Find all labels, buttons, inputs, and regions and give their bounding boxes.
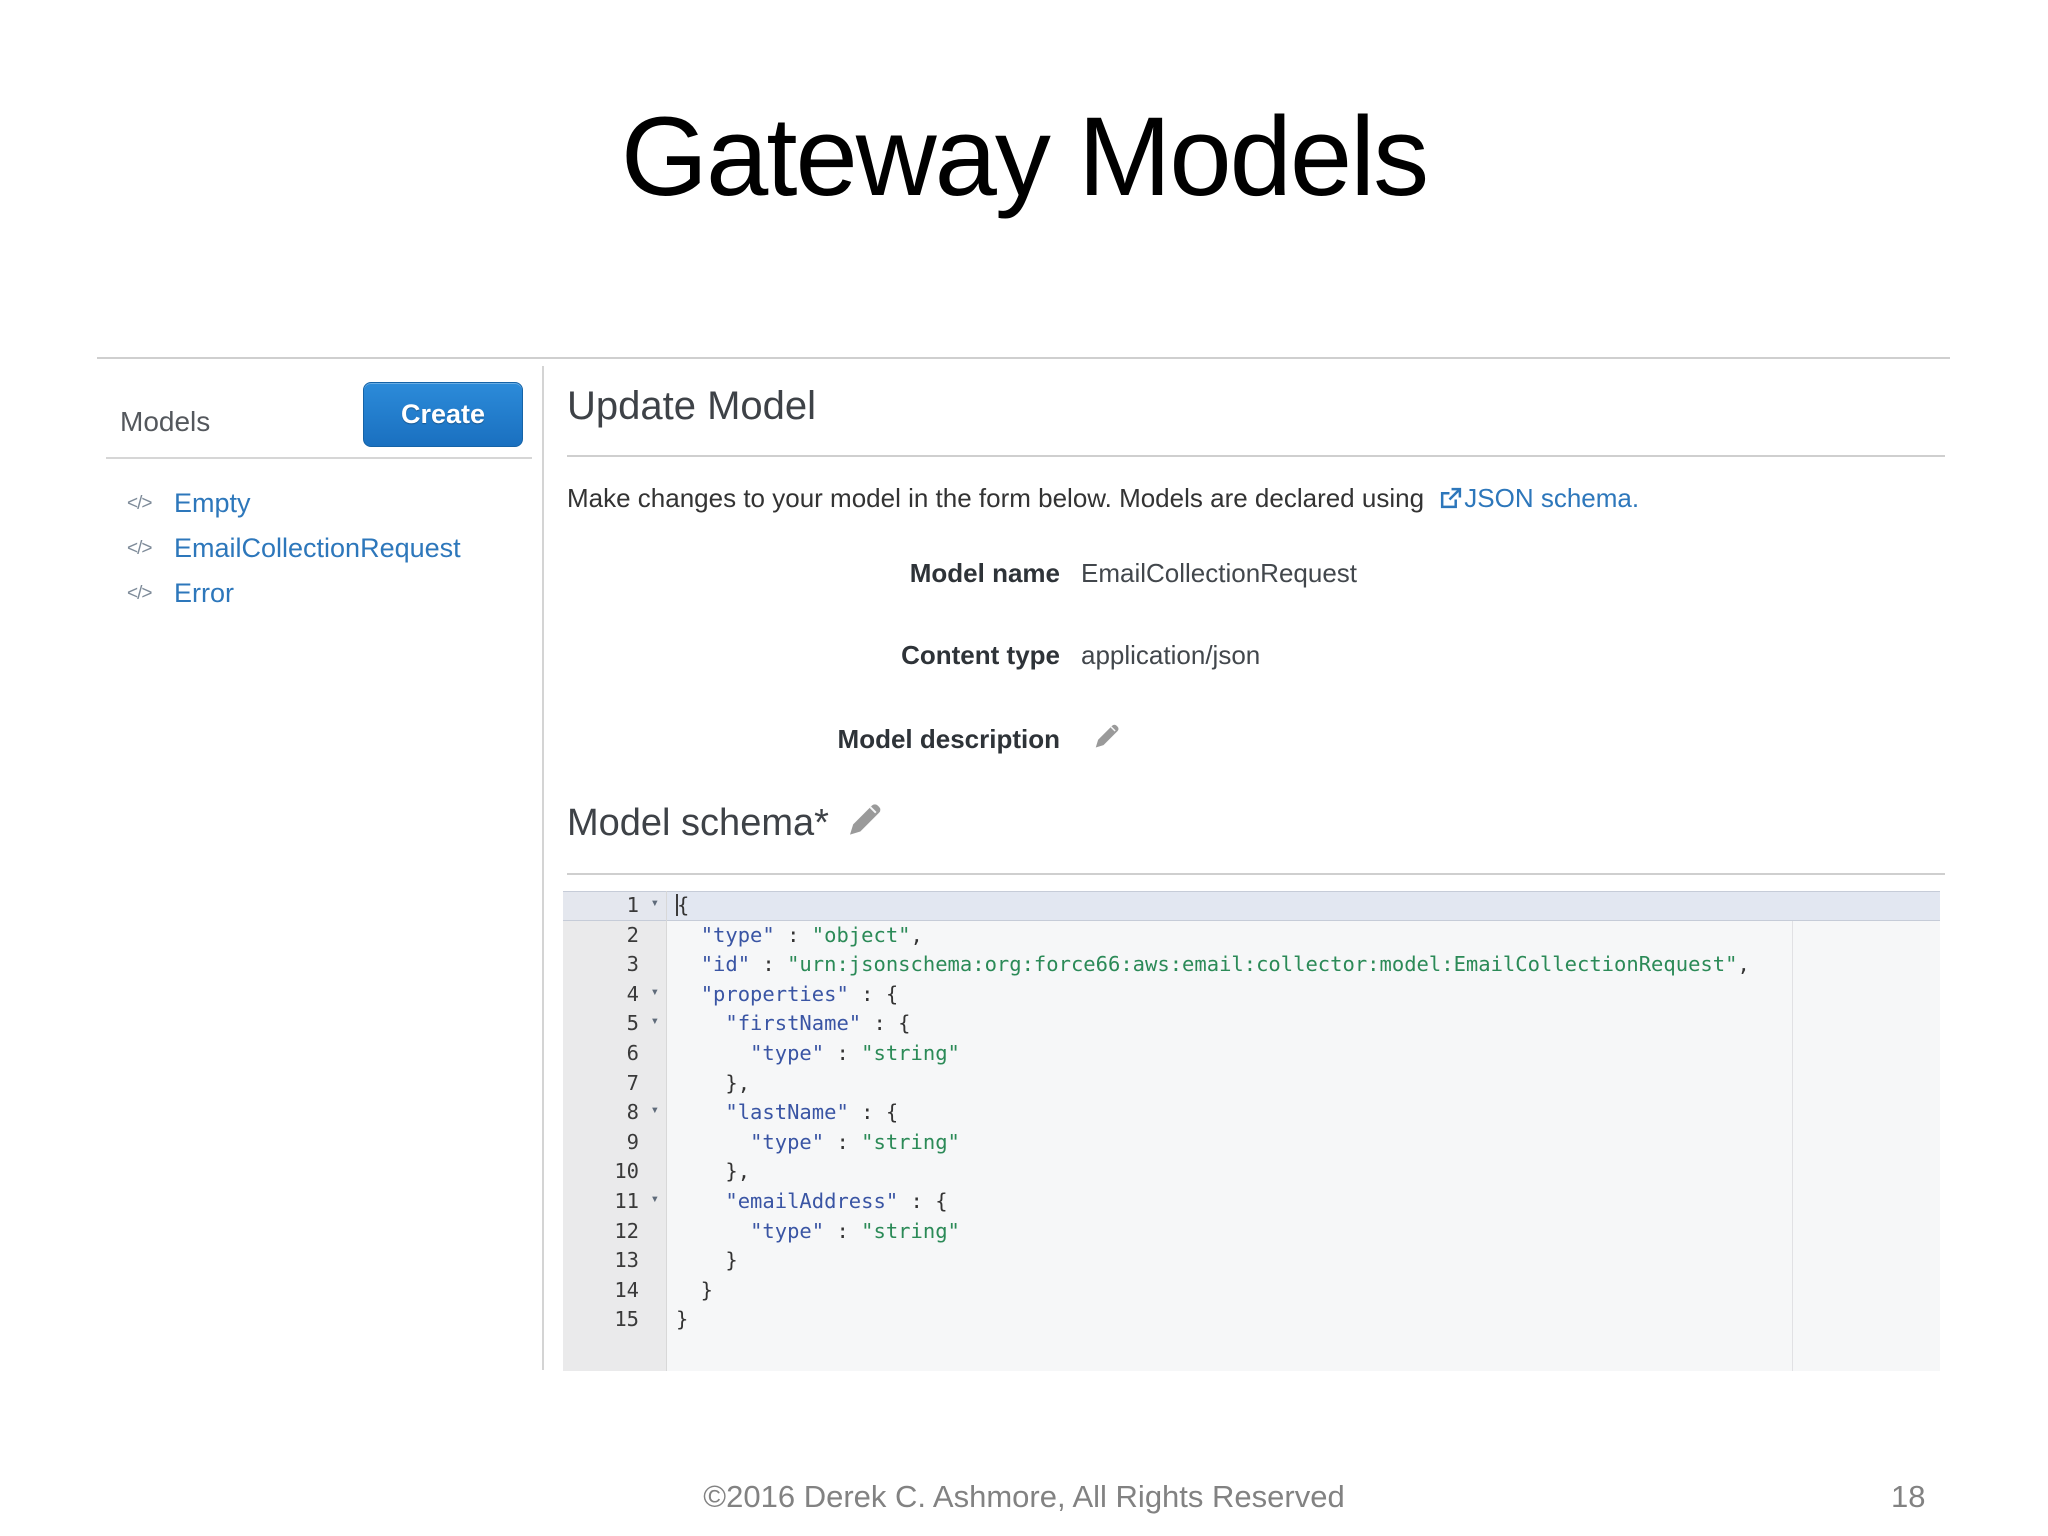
gutter-line-number: 9 xyxy=(626,1129,639,1154)
divider xyxy=(567,455,1945,457)
gutter-line-number: 12 xyxy=(614,1218,639,1243)
content-type-value: application/json xyxy=(1081,640,1261,670)
gutter-line-number: 6 xyxy=(626,1040,639,1065)
model-name-label: Model name xyxy=(909,558,1060,588)
code-line: "firstName" : { xyxy=(725,1011,911,1036)
model-description-label: Model description xyxy=(837,724,1060,754)
model-help-text: Make changes to your model in the form b… xyxy=(567,483,1639,518)
code-line: "emailAddress" : { xyxy=(725,1188,948,1213)
code-line: }, xyxy=(676,1159,751,1184)
divider xyxy=(542,366,544,1370)
code-line: "type" : "string" xyxy=(750,1218,960,1243)
sidebar-item-error[interactable]: </> Error xyxy=(127,571,461,616)
print-margin-line xyxy=(1792,891,1793,1371)
fold-arrow-icon[interactable]: ▾ xyxy=(650,1013,659,1030)
schema-editor[interactable]: 1▾2 3 4▾5▾6 7 8▾9 10 11▾12 13 14 15 { "type" : "o… xyxy=(563,891,1940,1371)
code-icon: </> xyxy=(127,537,152,559)
sidebar-item-label: Error xyxy=(174,578,234,608)
edit-description-pencil-icon[interactable] xyxy=(1092,718,1122,757)
code-line: }, xyxy=(676,1070,751,1095)
copyright-footer: ©2016 Derek C. Ashmore, All Rights Reser… xyxy=(703,1479,1345,1514)
code-line: "type" : "object", xyxy=(700,922,923,947)
gutter-line-number: 14 xyxy=(614,1277,639,1302)
fold-arrow-icon[interactable]: ▾ xyxy=(650,983,659,1000)
fold-arrow-icon[interactable]: ▾ xyxy=(650,1190,659,1207)
gutter-line-number: 2 xyxy=(626,922,639,947)
sidebar-item-empty[interactable]: </> Empty xyxy=(127,481,461,526)
sidebar-item-emailcollectionrequest[interactable]: </> EmailCollectionRequest xyxy=(127,526,461,571)
content-type-label: Content type xyxy=(901,640,1060,670)
divider xyxy=(97,357,1950,359)
gutter-line-number: 8▾ xyxy=(563,1098,666,1128)
code-icon: </> xyxy=(127,582,152,604)
sidebar-item-label: Empty xyxy=(174,488,251,518)
edit-schema-pencil-icon[interactable] xyxy=(845,796,885,850)
gutter-line-number: 5▾ xyxy=(563,1009,666,1039)
gutter-line-number: 4▾ xyxy=(563,980,666,1010)
slide-page-number: 18 xyxy=(1891,1479,1926,1514)
code-icon: </> xyxy=(127,492,152,514)
schema-heading-label: Model schema* xyxy=(567,801,829,844)
text-cursor xyxy=(676,894,678,916)
code-line: { xyxy=(667,891,1940,921)
divider xyxy=(106,457,532,459)
code-line: } xyxy=(676,1248,738,1273)
code-line: "type" : "string" xyxy=(750,1129,960,1154)
code-line: } xyxy=(676,1277,714,1302)
gutter-line-number: 3 xyxy=(626,952,639,977)
create-button[interactable]: Create xyxy=(363,382,523,447)
gutter-line-number: 13 xyxy=(614,1248,639,1273)
external-link-icon xyxy=(1438,486,1463,518)
gutter-line-number: 10 xyxy=(614,1159,639,1184)
code-line: "id" : "urn:jsonschema:org:force66:aws:e… xyxy=(700,952,1750,977)
model-list: </> Empty </> EmailCollectionRequest </> Erro… xyxy=(127,481,461,616)
json-schema-link[interactable]: JSON schema. xyxy=(1464,483,1640,513)
page-title: Gateway Models xyxy=(620,94,1429,219)
fold-arrow-icon[interactable]: ▾ xyxy=(650,895,659,911)
divider xyxy=(567,873,1945,875)
gutter-line-number: 7 xyxy=(626,1070,639,1095)
gutter-line-number: 15 xyxy=(614,1307,639,1332)
editor-code[interactable]: { "type" : "object", "id" : "urn:jsonsch… xyxy=(667,891,1940,1371)
code-line: "lastName" : { xyxy=(725,1100,899,1125)
gutter-line-number: 1▾ xyxy=(563,891,666,921)
sidebar-item-label: EmailCollectionRequest xyxy=(174,533,461,563)
update-model-heading: Update Model xyxy=(567,384,817,428)
model-schema-heading: Model schema* xyxy=(567,796,885,850)
fold-arrow-icon[interactable]: ▾ xyxy=(650,1102,659,1119)
help-text: Make changes to your model in the form b… xyxy=(567,483,1432,513)
editor-gutter: 1▾2 3 4▾5▾6 7 8▾9 10 11▾12 13 14 15 xyxy=(563,891,667,1371)
code-line: } xyxy=(676,1307,689,1332)
code-line: "type" : "string" xyxy=(750,1040,960,1065)
models-panel-title: Models xyxy=(120,406,211,437)
code-line: "properties" : { xyxy=(700,981,899,1006)
model-name-value: EmailCollectionRequest xyxy=(1081,558,1358,588)
gutter-line-number: 11▾ xyxy=(563,1187,666,1217)
